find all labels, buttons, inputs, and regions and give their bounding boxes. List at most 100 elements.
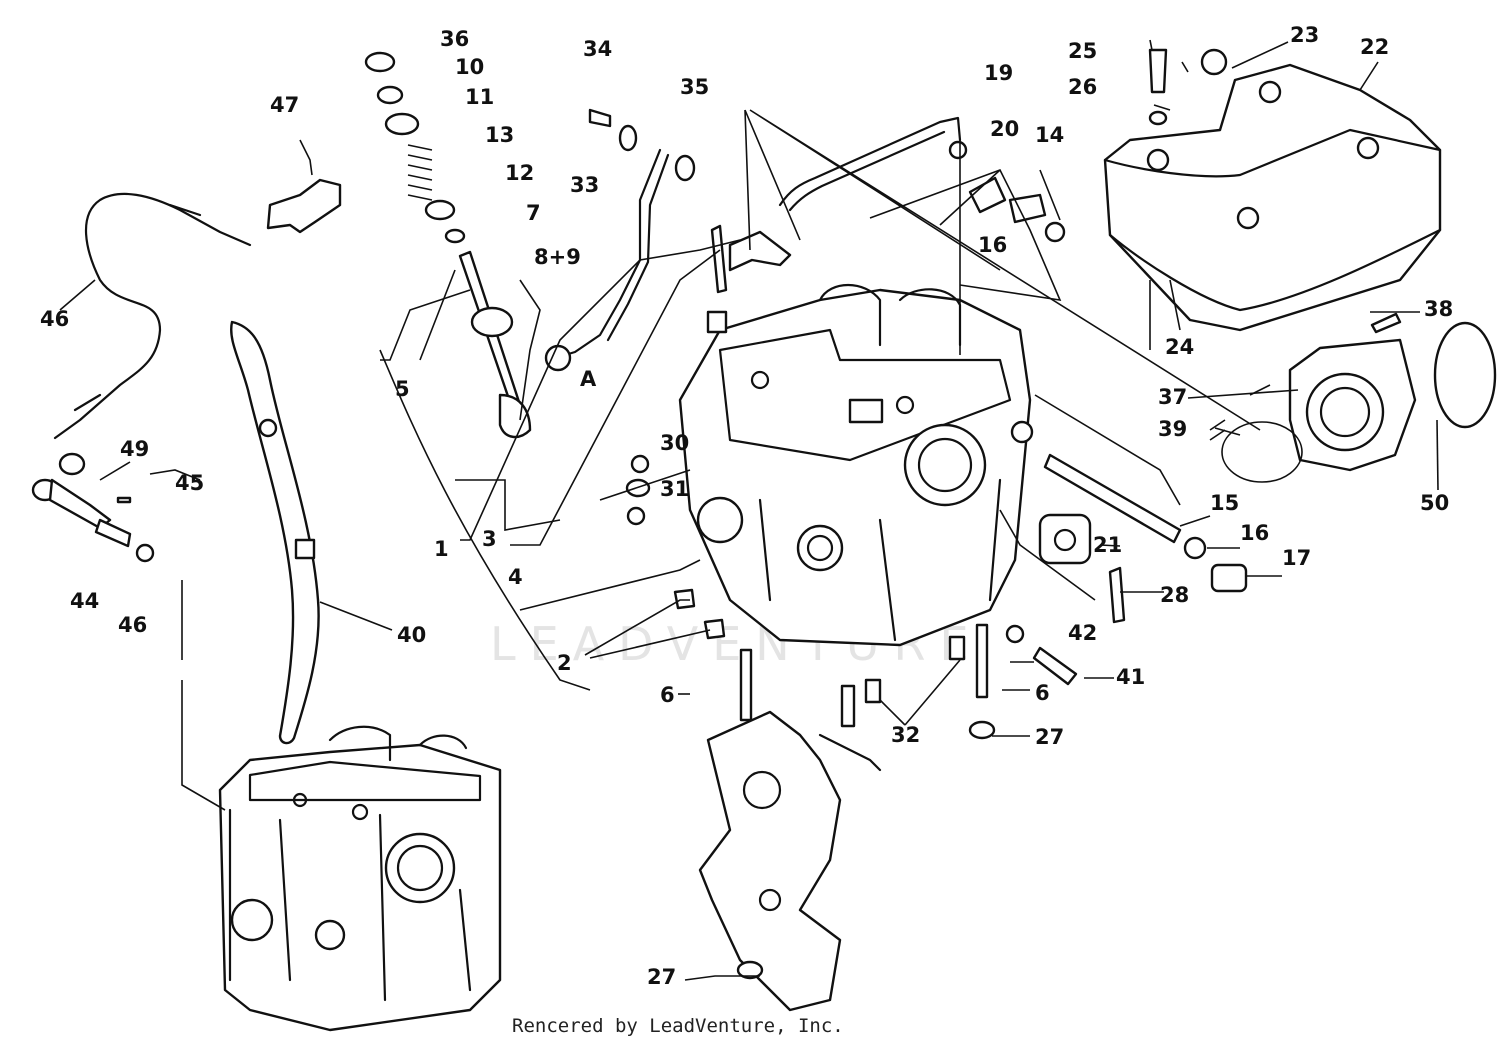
callout-8-9: 8+9 bbox=[534, 245, 581, 269]
callout-3: 3 bbox=[482, 527, 497, 551]
banjo-washer bbox=[618, 124, 638, 152]
callout-46b: 46 bbox=[118, 613, 147, 637]
callout-34: 34 bbox=[583, 37, 612, 61]
callout-41: 41 bbox=[1116, 665, 1145, 689]
callout-46a: 46 bbox=[40, 307, 69, 331]
callout-26: 26 bbox=[1068, 75, 1097, 99]
dowel-2a bbox=[673, 588, 696, 610]
dowel-2b bbox=[703, 618, 726, 640]
rocker-arm-b bbox=[1008, 193, 1047, 224]
callout-10: 10 bbox=[455, 55, 484, 79]
callout-16b: 16 bbox=[1240, 521, 1269, 545]
valve-assembly bbox=[364, 51, 532, 439]
cylinder-block-fragment bbox=[698, 710, 882, 1012]
guide-bolt-hole bbox=[258, 418, 278, 438]
callout-25: 25 bbox=[1068, 39, 1097, 63]
cylinder-head-main bbox=[678, 283, 1034, 647]
callout-27b: 27 bbox=[647, 965, 676, 989]
rocker-roller bbox=[1038, 513, 1092, 565]
render-credit: Rencered by LeadVenture, Inc. bbox=[512, 1015, 844, 1037]
callout-32: 32 bbox=[891, 723, 920, 747]
cylinder-head-lower bbox=[218, 725, 502, 1032]
stud-6a bbox=[739, 648, 753, 722]
callout-39: 39 bbox=[1158, 417, 1187, 441]
rocker-shaft bbox=[1043, 453, 1182, 544]
callout-33: 33 bbox=[570, 173, 599, 197]
callout-22: 22 bbox=[1360, 35, 1389, 59]
washer-26 bbox=[1148, 110, 1168, 126]
callout-13: 13 bbox=[485, 123, 514, 147]
callout-11: 11 bbox=[465, 85, 494, 109]
dowel-32a bbox=[864, 678, 882, 704]
leader-lines bbox=[59, 39, 1439, 981]
banjo-fitting bbox=[544, 344, 572, 372]
callout-2: 2 bbox=[557, 651, 572, 675]
callout-14: 14 bbox=[1035, 123, 1064, 147]
callout-24: 24 bbox=[1165, 335, 1194, 359]
screw-38 bbox=[1370, 312, 1402, 334]
callout-35: 35 bbox=[680, 75, 709, 99]
bolt-25 bbox=[1148, 48, 1168, 94]
callout-40: 40 bbox=[397, 623, 426, 647]
callout-36: 36 bbox=[440, 27, 469, 51]
decomp-parts bbox=[31, 452, 155, 563]
stud-bolt bbox=[710, 224, 728, 294]
banjo-bolt bbox=[588, 108, 612, 128]
decomp-lever bbox=[266, 178, 342, 234]
intake-manifold bbox=[1288, 338, 1417, 472]
callout-labels: 36 10 11 13 12 7 8+9 47 46 5 34 35 33 A … bbox=[40, 23, 1453, 989]
callout-20: 20 bbox=[990, 117, 1019, 141]
callout-23: 23 bbox=[1290, 23, 1319, 47]
callout-12: 12 bbox=[505, 161, 534, 185]
callout-47: 47 bbox=[270, 93, 299, 117]
callout-27a: 27 bbox=[1035, 725, 1064, 749]
stud-short bbox=[840, 684, 856, 728]
callout-4: 4 bbox=[508, 565, 523, 589]
callout-1: 1 bbox=[434, 537, 449, 561]
callout-15: 15 bbox=[1210, 491, 1239, 515]
cam-chain-guide bbox=[230, 320, 320, 745]
bolt-41 bbox=[1032, 646, 1078, 686]
nut-27a bbox=[968, 720, 996, 740]
tube-washer bbox=[948, 140, 968, 160]
plug-30 bbox=[630, 454, 650, 474]
dowel-32b bbox=[948, 635, 966, 661]
callout-30: 30 bbox=[660, 431, 689, 455]
washer-31 bbox=[626, 506, 646, 526]
callout-49: 49 bbox=[120, 437, 149, 461]
callout-45: 45 bbox=[175, 471, 204, 495]
oil-tube bbox=[553, 148, 662, 360]
grommet-23 bbox=[1200, 48, 1228, 76]
rocker-arm-a bbox=[968, 176, 1007, 214]
callout-31: 31 bbox=[660, 477, 689, 501]
cam-bracket bbox=[728, 230, 792, 272]
callout-37: 37 bbox=[1158, 385, 1187, 409]
intake-o-ring bbox=[1221, 421, 1303, 483]
head-bolt-28 bbox=[1108, 566, 1126, 624]
breather-tube bbox=[778, 116, 962, 207]
shaft-washer bbox=[1183, 536, 1207, 560]
stud-6b bbox=[975, 623, 989, 699]
washer-42 bbox=[1005, 624, 1025, 644]
nut-27b bbox=[736, 960, 764, 980]
callout-50: 50 bbox=[1420, 491, 1449, 515]
callout-16a: 16 bbox=[978, 233, 1007, 257]
callout-19: 19 bbox=[984, 61, 1013, 85]
callout-44: 44 bbox=[70, 589, 99, 613]
callout-28: 28 bbox=[1160, 583, 1189, 607]
dowel bbox=[706, 310, 728, 334]
callout-6b: 6 bbox=[1035, 681, 1050, 705]
rocker-pin bbox=[1044, 221, 1066, 243]
guide-tab bbox=[294, 538, 316, 560]
callout-42: 42 bbox=[1068, 621, 1097, 645]
banjo-washer-2 bbox=[674, 154, 696, 182]
shaft-nut bbox=[1210, 563, 1248, 593]
callout-38: 38 bbox=[1424, 297, 1453, 321]
decomp-cable bbox=[53, 192, 252, 440]
callout-7: 7 bbox=[526, 201, 541, 225]
callout-6a: 6 bbox=[660, 683, 675, 707]
callout-21: 21 bbox=[1093, 533, 1122, 557]
valve-cover bbox=[1103, 63, 1442, 332]
